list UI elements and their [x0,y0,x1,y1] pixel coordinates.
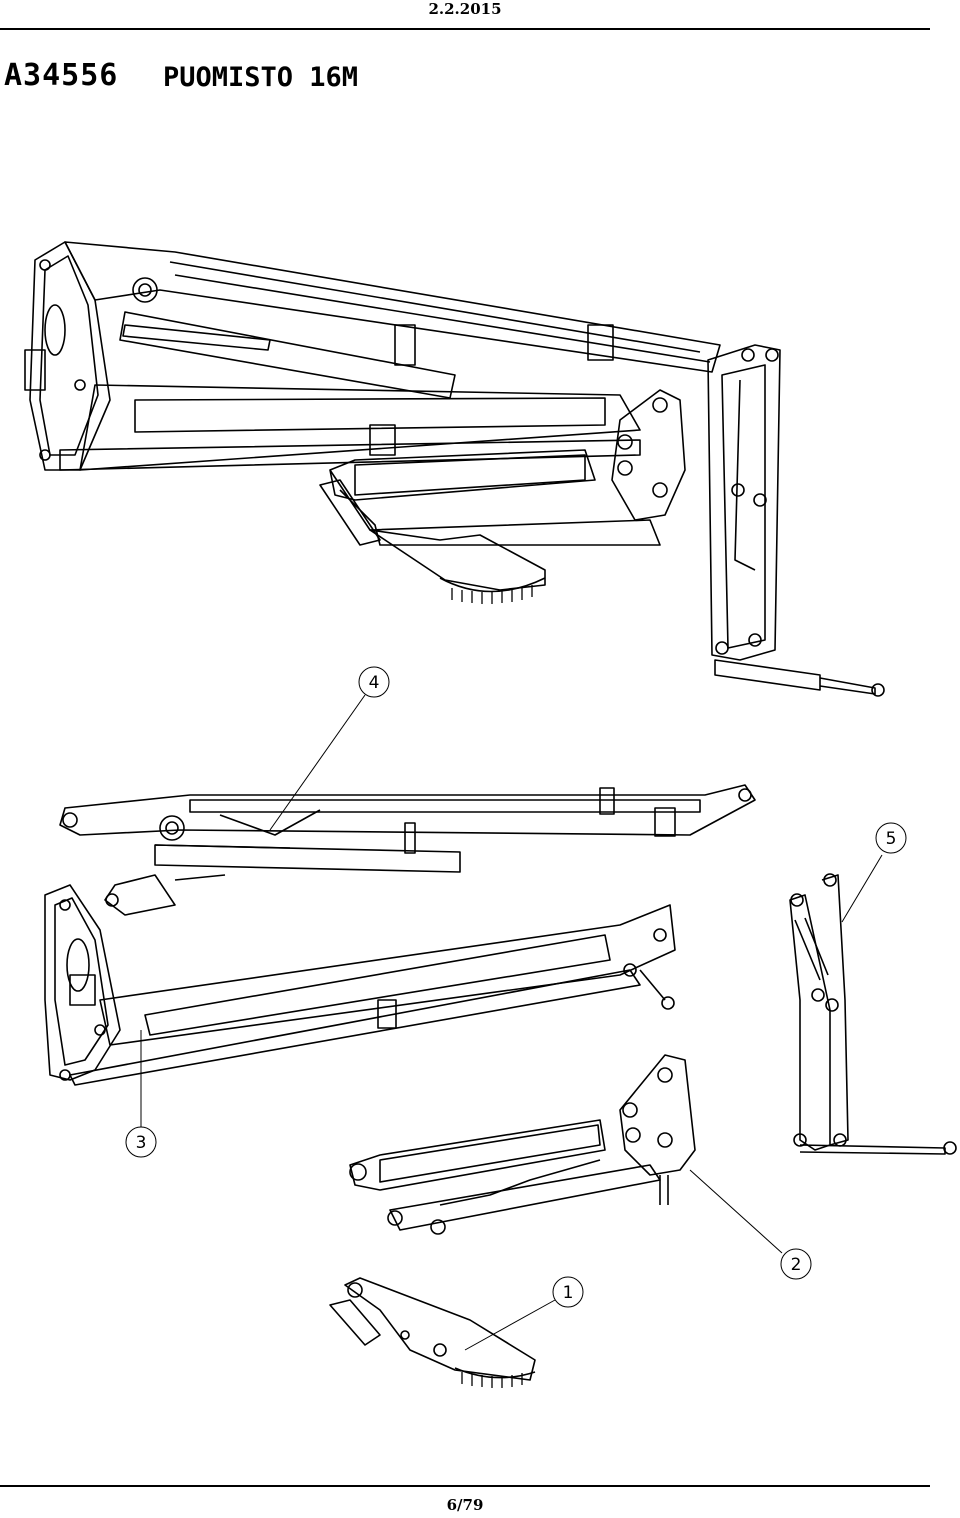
callout-4-label: 4 [369,673,380,693]
callout-leaders [140,694,883,1351]
callout-1-label: 1 [563,1283,574,1303]
callout-4: 4 [358,666,390,698]
part-4-boom-section [59,784,756,916]
document-code: A34556 [4,58,119,93]
footer-rule [0,1485,930,1487]
callout-3: 3 [125,1126,157,1158]
part-2-jib [349,1054,696,1235]
callout-5: 5 [875,822,907,854]
page-number: 6/79 [446,1496,484,1514]
callout-2: 2 [780,1248,812,1280]
part-1-fly-jib [329,1277,536,1388]
callout-3-label: 3 [136,1133,147,1153]
part-3-main-boom [44,884,676,1086]
header-rule [0,28,930,30]
document-title: PUOMISTO 16M [163,62,359,93]
assembled-boom [24,241,885,697]
part-5-mast [789,873,957,1155]
callout-2-label: 2 [791,1255,802,1275]
header-date: 2.2.2015 [428,0,502,18]
callout-5-label: 5 [886,829,897,849]
callout-1: 1 [552,1276,584,1308]
